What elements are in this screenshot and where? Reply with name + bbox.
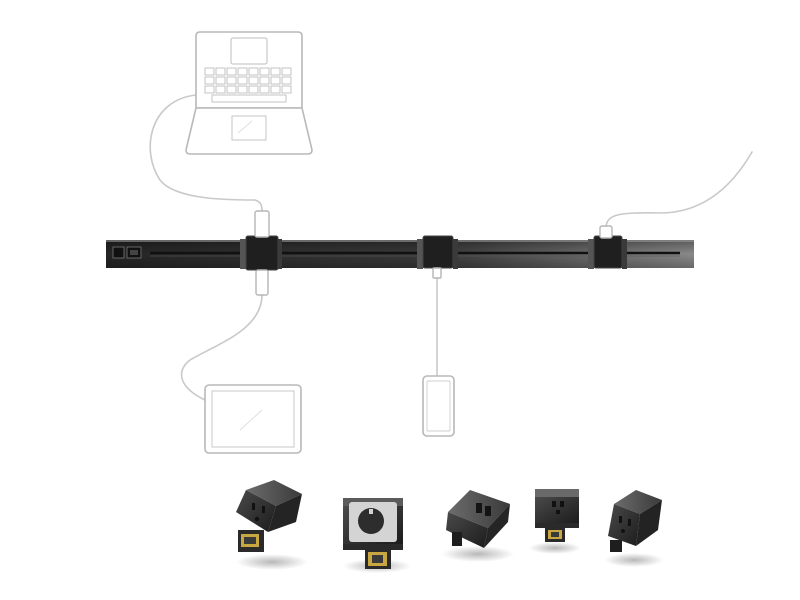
power-input-cable [605,151,753,229]
tablet-icon [204,384,302,454]
adapter-on-track-1 [240,235,282,271]
usb-ports [476,503,491,516]
track-switch-left [112,246,142,259]
connector-plug [365,549,391,569]
outlet-face [252,503,265,522]
power-track [106,235,694,271]
adapter-variant-4 [529,489,581,554]
laptop-plug [254,210,270,238]
adapter-variants [236,480,664,573]
phone-icon [422,375,455,437]
plugs [254,210,613,296]
adapter-variant-2 [343,498,411,573]
power-input-plug [599,225,613,239]
connector-plug [610,540,622,552]
adapter-on-track-2 [417,235,458,269]
tablet-cable [180,294,263,401]
connector-plug [452,532,462,546]
round-socket [358,508,384,534]
tablet-plug [255,269,269,296]
adapter-variant-1 [236,480,308,570]
connector-plug [545,527,565,542]
laptop-icon [185,31,313,155]
adapter-variant-3 [442,490,514,562]
adapter-variant-5 [604,490,664,567]
outlet-face [552,501,564,514]
connector-plug [238,530,264,552]
adapter-on-track-3 [588,235,627,269]
laptop-cable [149,94,263,213]
cables [149,94,753,401]
phone-plug [432,267,442,279]
keyboard [204,67,292,103]
outlet-face [619,516,631,533]
